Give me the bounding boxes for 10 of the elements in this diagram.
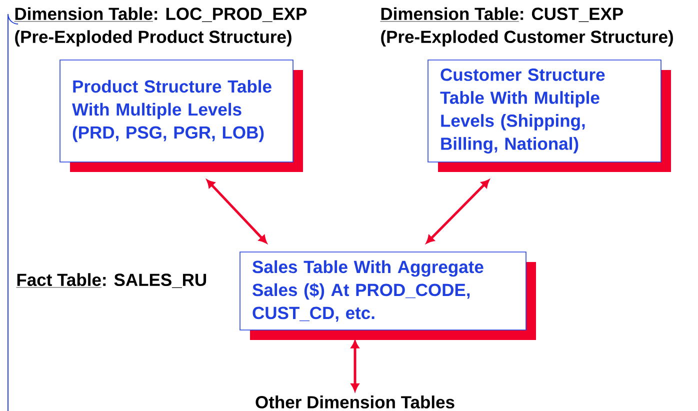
arrow bbox=[206, 180, 267, 244]
table-box: Customer Structure Table With Multiple Levels (Shipping, Billing, National) bbox=[428, 60, 671, 172]
table-heading: Fact Table: SALES_RU bbox=[16, 273, 206, 288]
table-label: Other Dimension Tables bbox=[256, 396, 454, 408]
table-box: Sales Table With Aggregate Sales ($) At PROD_CODE, CUST_CD, etc. bbox=[240, 252, 536, 340]
arrow bbox=[426, 180, 490, 244]
table-heading: Dimension Table: CUST_EXP (Pre-Exploded Customer Structure) bbox=[380, 7, 673, 47]
table-box: Product Structure Table With Multiple Levels (PRD, PSG, PGR, LOB) bbox=[60, 60, 303, 172]
arrow bbox=[351, 340, 359, 392]
table-heading: Dimension Table: LOC_PROD_EXP (Pre-Exploded Product Structure) bbox=[14, 7, 307, 47]
